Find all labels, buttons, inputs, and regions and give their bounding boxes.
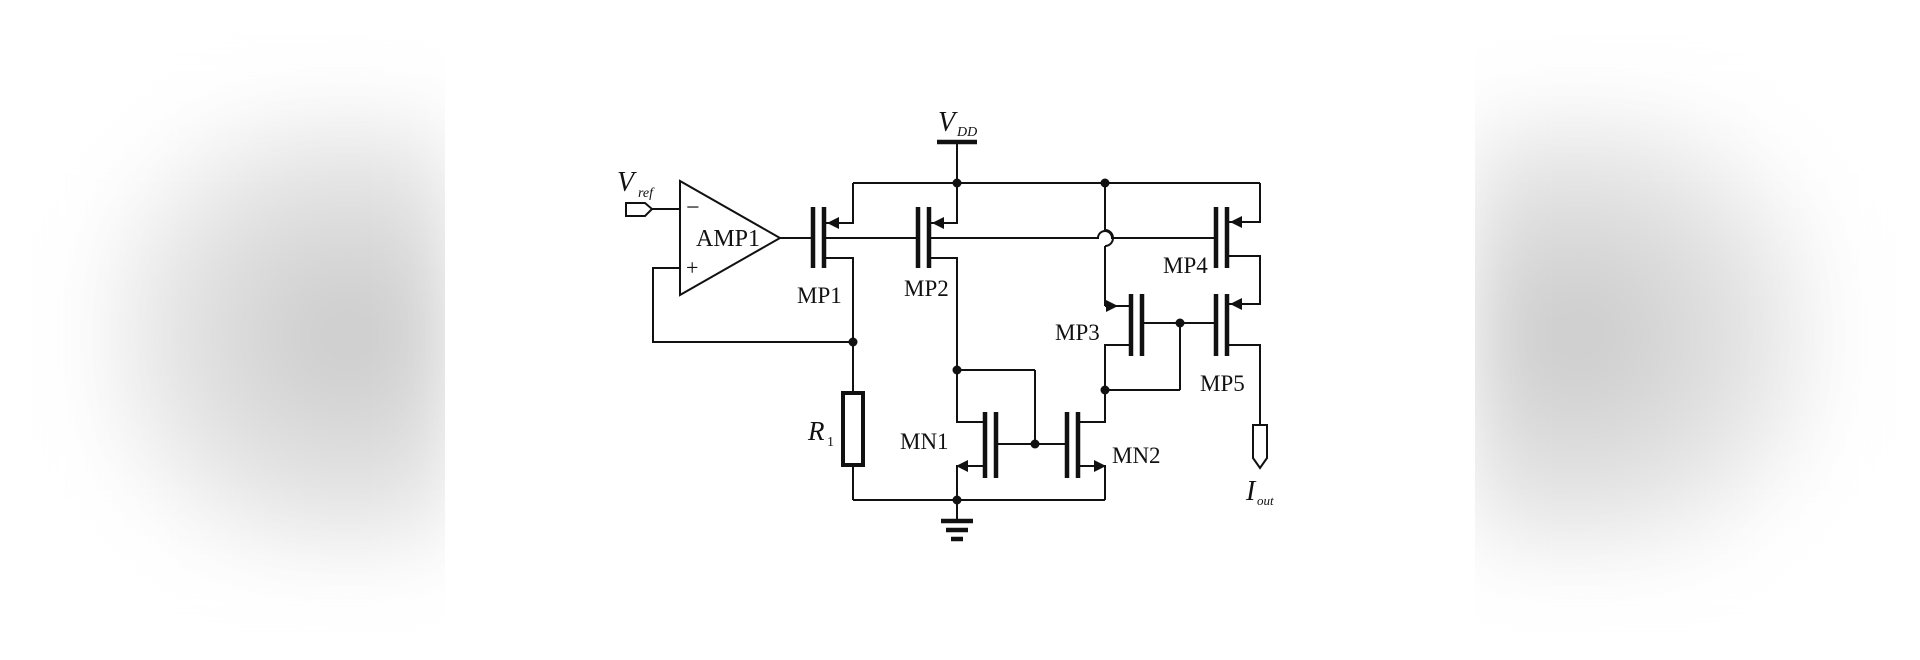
mn2-transistor <box>1064 390 1106 500</box>
mn2-label: MN2 <box>1112 443 1161 468</box>
vdd-label: V <box>938 107 958 138</box>
r1-resistor <box>841 342 865 500</box>
feedback-wire <box>652 267 853 343</box>
right-blurred-margin <box>1470 100 1830 570</box>
vref-input-pin <box>625 202 680 217</box>
amp1-label: AMP1 <box>696 226 760 252</box>
mp1-label: MP1 <box>797 283 842 308</box>
iout-label: I <box>1245 476 1257 507</box>
mp3-gate-node <box>1175 318 1185 328</box>
iout-output-pin <box>1252 424 1268 470</box>
amp1-opamp <box>679 179 783 297</box>
mp3-label: MP3 <box>1055 320 1100 345</box>
diagram-panel <box>445 0 1475 660</box>
mp5-transistor <box>1213 290 1261 425</box>
mn-gate-node <box>1030 439 1040 449</box>
mp4-label: MP4 <box>1163 253 1208 278</box>
mp1-transistor <box>810 183 854 342</box>
left-blurred-margin <box>95 100 455 570</box>
amp1-plus-sign: + <box>686 255 698 280</box>
vref-label: V <box>617 167 637 198</box>
mp2-transistor <box>915 183 958 370</box>
iout-label-subscript: out <box>1257 493 1274 508</box>
ground-symbol <box>941 500 973 542</box>
r1-label-subscript: 1 <box>827 435 834 450</box>
r1-label: R <box>807 416 825 446</box>
mn1-transistor <box>956 370 999 500</box>
mp5-label: MP5 <box>1200 371 1245 396</box>
vref-label-subscript: ref <box>638 186 655 201</box>
mp2-label: MP2 <box>904 276 949 301</box>
vdd-label-subscript: DD <box>956 125 977 140</box>
gate-bus-mp4 <box>929 230 1216 239</box>
mn1-label: MN1 <box>900 429 949 454</box>
amp1-minus-sign: − <box>686 195 700 221</box>
vdd-supply <box>937 139 977 183</box>
mp3-transistor <box>1104 183 1216 390</box>
mp4-transistor <box>1213 183 1261 290</box>
